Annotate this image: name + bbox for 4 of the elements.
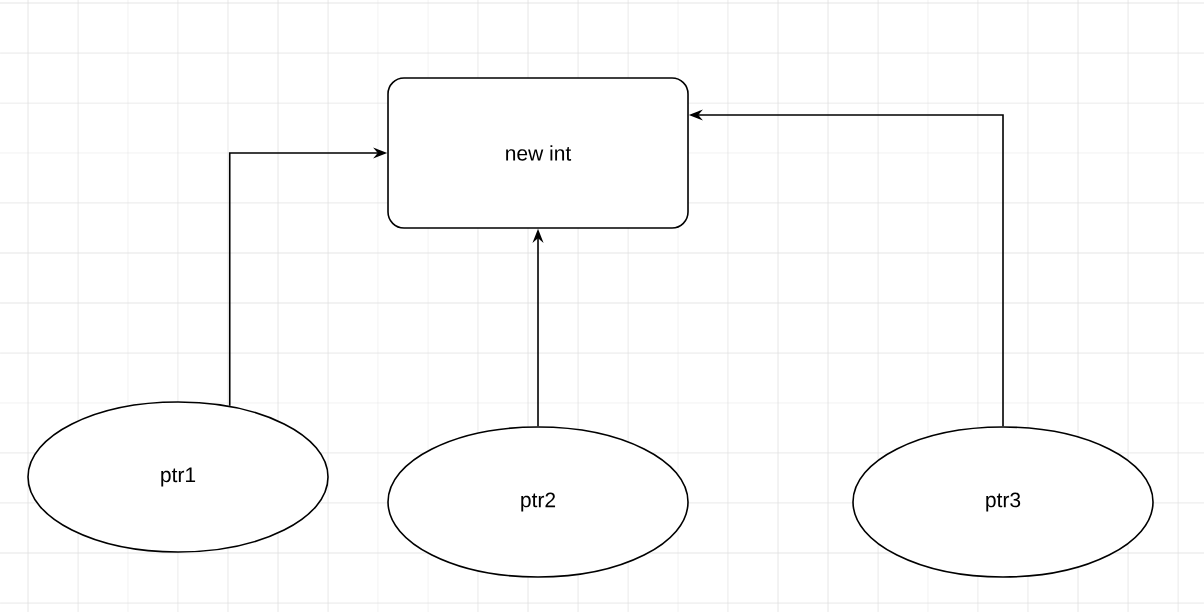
ellipse-node: ptr2 xyxy=(387,426,689,578)
ellipse-node: ptr1 xyxy=(27,401,329,553)
ellipse-node: ptr3 xyxy=(852,426,1154,578)
process-box: new int xyxy=(387,77,689,229)
